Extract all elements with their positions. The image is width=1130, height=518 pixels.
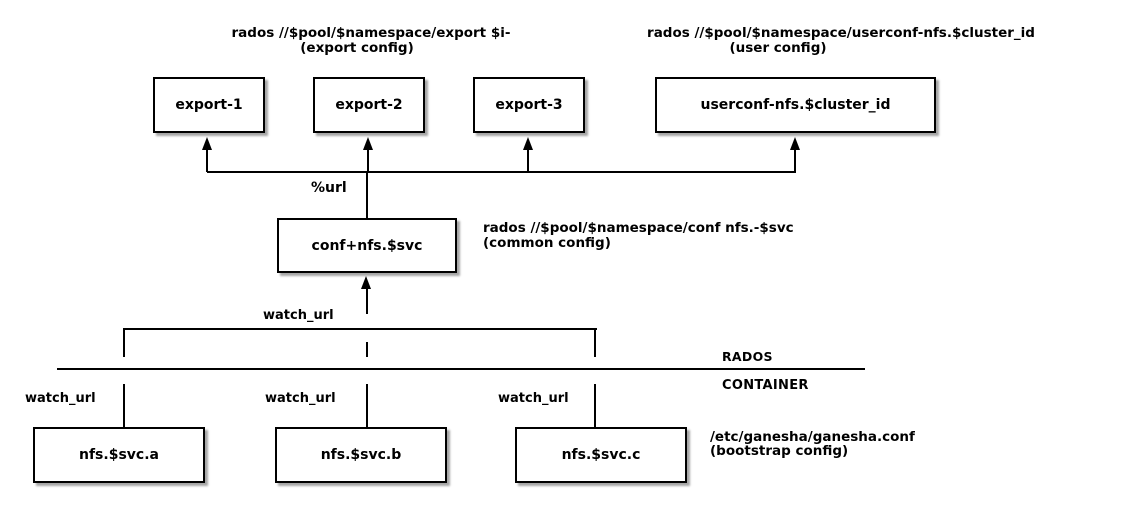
box-daemon-a: nfs.$svc.a (33, 427, 205, 483)
connector-daemon-b (366, 384, 368, 427)
box-export-3-label: export-3 (495, 97, 563, 113)
bootstrap-annotation-line2: (bootstrap config) (710, 443, 849, 459)
box-common-conf: conf+nfs.$svc (277, 218, 457, 273)
export-config-annotation-line2: (export config) (300, 40, 414, 56)
lower-bracket-line (124, 328, 597, 330)
box-export-3: export-3 (473, 77, 585, 133)
arrow-to-export-3-icon (523, 137, 533, 150)
upper-bracket-line (207, 171, 796, 173)
user-config-annotation-line2: (user config) (729, 40, 827, 56)
export-config-annotation-line1: rados //$pool/$namespace/export $i- (231, 25, 511, 41)
box-export-2-label: export-2 (335, 97, 403, 113)
box-daemon-c: nfs.$svc.c (515, 427, 687, 483)
lower-bracket-left-stub (123, 328, 125, 357)
box-daemon-c-label: nfs.$svc.c (561, 447, 641, 463)
box-userconf: userconf-nfs.$cluster_id (655, 77, 936, 133)
box-export-1-label: export-1 (175, 97, 243, 113)
watch-url-top-label: watch_url (263, 308, 334, 323)
common-config-annotation-line1: rados //$pool/$namespace/conf nfs.-$svc (483, 220, 794, 236)
connector-daemon-c (594, 384, 596, 427)
box-export-2: export-2 (313, 77, 425, 133)
user-config-annotation-line1: rados //$pool/$namespace/userconf-nfs.$c… (647, 25, 1035, 41)
box-userconf-label: userconf-nfs.$cluster_id (700, 97, 891, 113)
lower-bracket-mid-stub (366, 342, 368, 357)
box-daemon-b: nfs.$svc.b (275, 427, 447, 483)
lower-bracket-right-stub (594, 328, 596, 357)
box-export-1: export-1 (153, 77, 265, 133)
connector-export-2 (367, 149, 369, 172)
arrow-to-userconf-icon (790, 137, 800, 150)
box-daemon-b-label: nfs.$svc.b (320, 447, 402, 463)
box-daemon-a-label: nfs.$svc.a (79, 447, 159, 463)
common-config-annotation-line2: (common config) (483, 235, 611, 251)
watch-url-b-label: watch_url (265, 391, 336, 406)
connector-export-1 (206, 149, 208, 172)
rados-layer-label: RADOS (722, 349, 773, 364)
connector-conf-to-bracket (366, 173, 368, 218)
connector-export-3 (527, 149, 529, 172)
bootstrap-annotation-line1: /etc/ganesha/ganesha.conf (710, 429, 915, 445)
connector-watch-to-conf (366, 288, 368, 314)
arrow-to-export-1-icon (202, 137, 212, 150)
rados-container-divider (57, 368, 865, 370)
connector-userconf (794, 149, 796, 172)
arrow-to-common-conf-icon (361, 276, 371, 289)
watch-url-c-label: watch_url (498, 391, 569, 406)
box-common-conf-label: conf+nfs.$svc (311, 237, 423, 254)
arrow-to-export-2-icon (363, 137, 373, 150)
container-layer-label: CONTAINER (722, 378, 809, 393)
connector-daemon-a (123, 384, 125, 427)
watch-url-a-label: watch_url (25, 391, 96, 406)
url-edge-label: %url (311, 180, 347, 196)
